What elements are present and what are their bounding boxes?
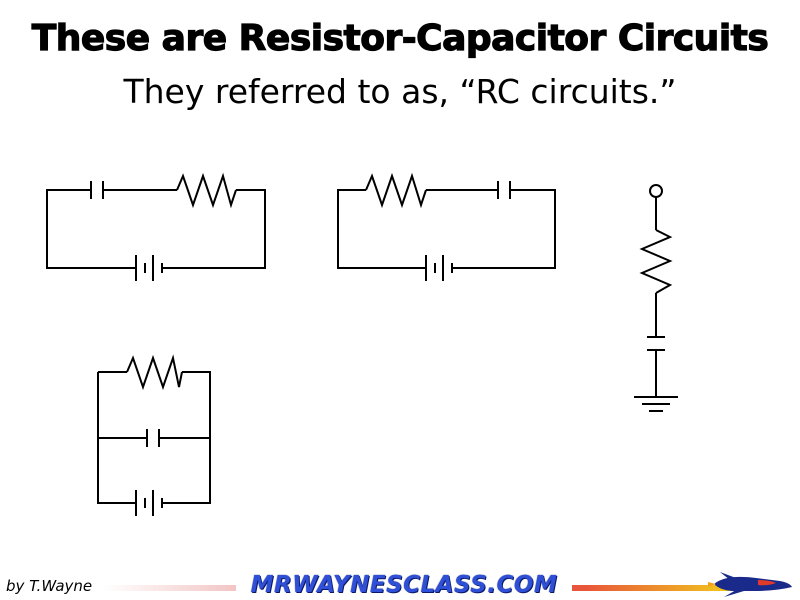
slide-subtitle: They referred to as, “RC circuits.” xyxy=(123,72,677,111)
capacitor-symbol xyxy=(146,429,160,447)
ground-symbol xyxy=(634,396,678,412)
terminal-node xyxy=(649,184,663,198)
capacitor-symbol xyxy=(497,181,511,199)
series-rc-circuit-resistor-first xyxy=(337,172,556,281)
circuit-wire xyxy=(46,189,266,269)
rc-to-ground-circuit xyxy=(634,184,678,412)
slide-title: These are Resistor-Capacitor Circuits xyxy=(31,17,769,59)
capacitor-symbol xyxy=(90,181,104,199)
battery-symbol xyxy=(425,255,453,281)
resistor-symbol xyxy=(126,354,183,391)
rocket-icon xyxy=(708,572,792,597)
circuit-wire xyxy=(337,189,556,269)
series-rc-circuit-capacitor-first xyxy=(46,172,266,281)
footer-brand[interactable]: MRWAYNESCLASS.COM xyxy=(236,571,572,599)
capacitor-symbol xyxy=(647,336,665,351)
resistor-symbol xyxy=(365,172,427,209)
circuit-wire xyxy=(97,371,211,504)
resistor-symbol xyxy=(176,172,237,209)
battery-symbol xyxy=(135,490,163,516)
footer-author: by T.Wayne xyxy=(6,577,93,595)
battery-symbol xyxy=(135,255,163,281)
resistor-symbol xyxy=(639,229,673,294)
parallel-rc-circuit xyxy=(97,354,211,516)
